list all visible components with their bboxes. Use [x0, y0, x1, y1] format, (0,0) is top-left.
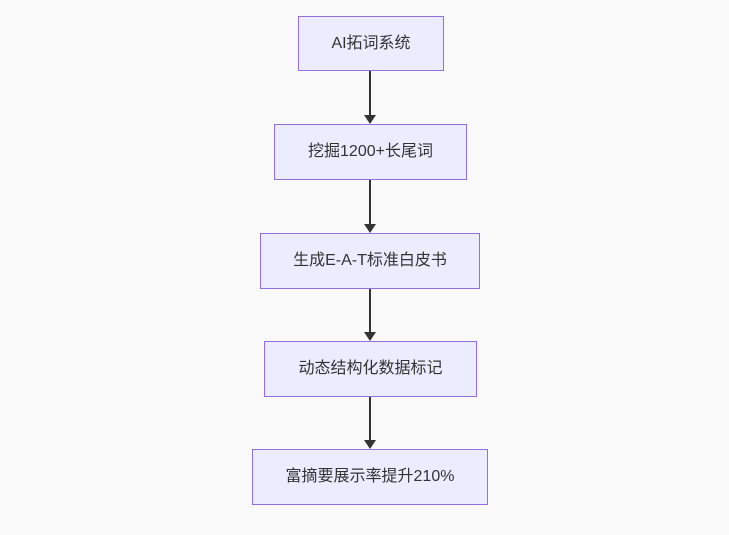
flowchart-node-generate-eat-whitepaper: 生成E-A-T标准白皮书 — [260, 233, 480, 289]
node-label: 富摘要展示率提升210% — [285, 468, 455, 485]
flowchart-arrow-4 — [364, 397, 376, 449]
flowchart-arrow-3 — [364, 289, 376, 341]
arrow-head-icon — [364, 332, 376, 341]
arrow-head-icon — [364, 115, 376, 124]
flowchart-arrow-2 — [364, 180, 376, 233]
node-label: 生成E-A-T标准白皮书 — [293, 252, 447, 269]
arrow-head-icon — [364, 224, 376, 233]
arrow-line — [369, 71, 371, 115]
node-label: AI拓词系统 — [331, 34, 411, 52]
arrow-head-icon — [364, 440, 376, 449]
flowchart-arrow-1 — [364, 71, 376, 124]
flowchart-node-dynamic-structured-data-markup: 动态结构化数据标记 — [264, 341, 477, 397]
node-label: 动态结构化数据标记 — [298, 360, 443, 377]
flowchart-node-rich-snippet-rate-increase: 富摘要展示率提升210% — [252, 449, 488, 505]
node-label: 挖掘1200+长尾词 — [308, 143, 433, 160]
flowchart-node-mine-longtail-keywords: 挖掘1200+长尾词 — [274, 124, 467, 180]
arrow-line — [369, 397, 371, 440]
flowchart-node-ai-word-expansion-system: AI拓词系统 — [298, 16, 444, 71]
arrow-line — [369, 180, 371, 224]
arrow-line — [369, 289, 371, 332]
